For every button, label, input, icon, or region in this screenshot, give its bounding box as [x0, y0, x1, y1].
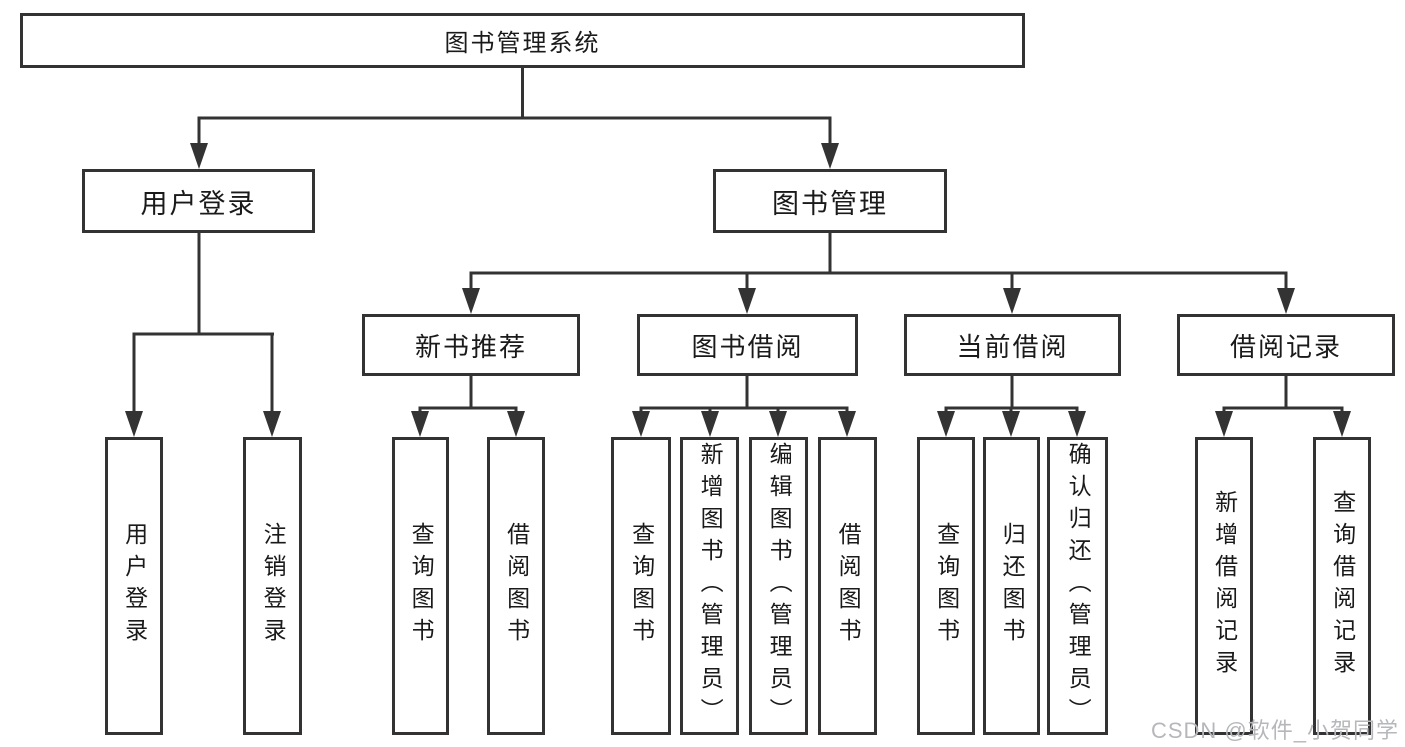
leaf-logout: 注销登录	[243, 437, 302, 735]
node-new-book-recommend: 新书推荐	[362, 314, 580, 376]
leaf-logout-label: 注销登录	[260, 522, 287, 650]
leaf-confirm-return-admin-label: 确认归还（管理员）	[1065, 442, 1092, 730]
node-user-login: 用户登录	[82, 169, 315, 233]
node-current-borrowing-label: 当前借阅	[956, 331, 1069, 362]
node-current-borrowing: 当前借阅	[904, 314, 1121, 376]
leaf-add-borrow-record-label: 新增借阅记录	[1211, 490, 1238, 682]
node-borrowing-records: 借阅记录	[1177, 314, 1395, 376]
node-library-system: 图书管理系统	[20, 13, 1025, 68]
leaf-confirm-return-admin: 确认归还（管理员）	[1047, 437, 1108, 735]
leaf-query-borrow-record: 查询借阅记录	[1313, 437, 1371, 735]
leaf-query-books-recommend: 查询图书	[392, 437, 449, 735]
leaf-add-books-admin: 新增图书（管理员）	[680, 437, 739, 735]
leaf-add-books-admin-label: 新增图书（管理员）	[697, 442, 724, 730]
node-library-system-label: 图书管理系统	[444, 30, 601, 57]
leaf-user-login-label: 用户登录	[121, 522, 148, 650]
node-borrowing-records-label: 借阅记录	[1229, 331, 1342, 362]
leaf-query-books-borrowing: 查询图书	[611, 437, 671, 735]
leaf-borrow-books-recommend: 借阅图书	[487, 437, 545, 735]
leaf-borrow-books-recommend-label: 借阅图书	[503, 522, 530, 650]
leaf-add-borrow-record: 新增借阅记录	[1195, 437, 1253, 735]
leaf-return-books-label: 归还图书	[999, 522, 1026, 650]
leaf-borrow-books: 借阅图书	[818, 437, 877, 735]
watermark: CSDN @软件_小贺同学	[1150, 718, 1399, 743]
leaf-user-login: 用户登录	[105, 437, 163, 735]
leaf-query-books-current: 查询图书	[917, 437, 975, 735]
leaf-edit-books-admin-label: 编辑图书（管理员）	[766, 442, 793, 730]
node-user-login-label: 用户登录	[140, 188, 257, 219]
leaf-query-books-recommend-label: 查询图书	[408, 522, 435, 650]
leaf-return-books: 归还图书	[983, 437, 1040, 735]
node-new-book-recommend-label: 新书推荐	[414, 331, 527, 362]
node-book-management: 图书管理	[713, 169, 947, 233]
leaf-query-books-borrowing-label: 查询图书	[628, 522, 655, 650]
leaf-query-books-current-label: 查询图书	[933, 522, 960, 650]
node-book-borrowing-label: 图书借阅	[691, 331, 804, 362]
node-book-borrowing: 图书借阅	[637, 314, 858, 376]
leaf-query-borrow-record-label: 查询借阅记录	[1329, 490, 1356, 682]
leaf-borrow-books-label: 借阅图书	[835, 522, 862, 650]
node-book-management-label: 图书管理	[772, 188, 888, 219]
leaf-edit-books-admin: 编辑图书（管理员）	[749, 437, 808, 735]
